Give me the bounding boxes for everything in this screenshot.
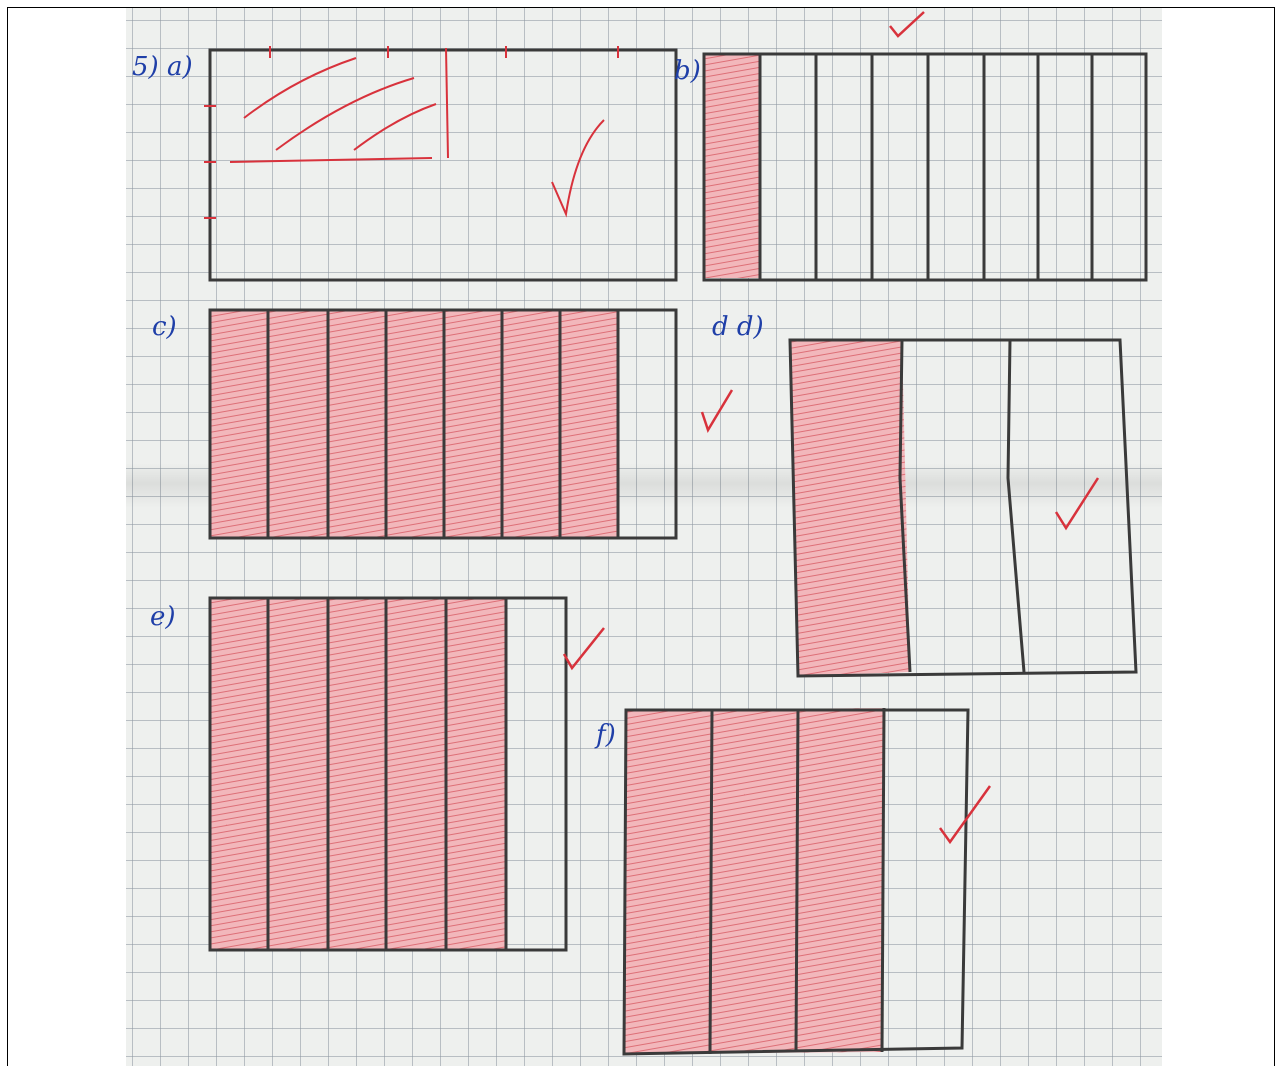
figure-c-rectangle xyxy=(210,310,732,538)
drawing-layer xyxy=(126,8,1162,1066)
label-b: b) xyxy=(674,58,701,84)
label-d: d d) xyxy=(712,314,764,340)
figure-d-rectangle xyxy=(790,340,1136,676)
label-f: f) xyxy=(596,722,616,748)
figure-e-rectangle xyxy=(210,598,604,950)
label-a: 5) a) xyxy=(132,54,193,80)
figure-a-rectangle xyxy=(204,46,676,280)
grid-paper-photo: 5) a) b) c) d d) e) f) xyxy=(126,8,1162,1066)
figure-b-rectangle xyxy=(704,12,1146,280)
label-e: e) xyxy=(150,604,176,630)
label-c: c) xyxy=(152,314,177,340)
figure-f-rectangle xyxy=(624,708,990,1054)
